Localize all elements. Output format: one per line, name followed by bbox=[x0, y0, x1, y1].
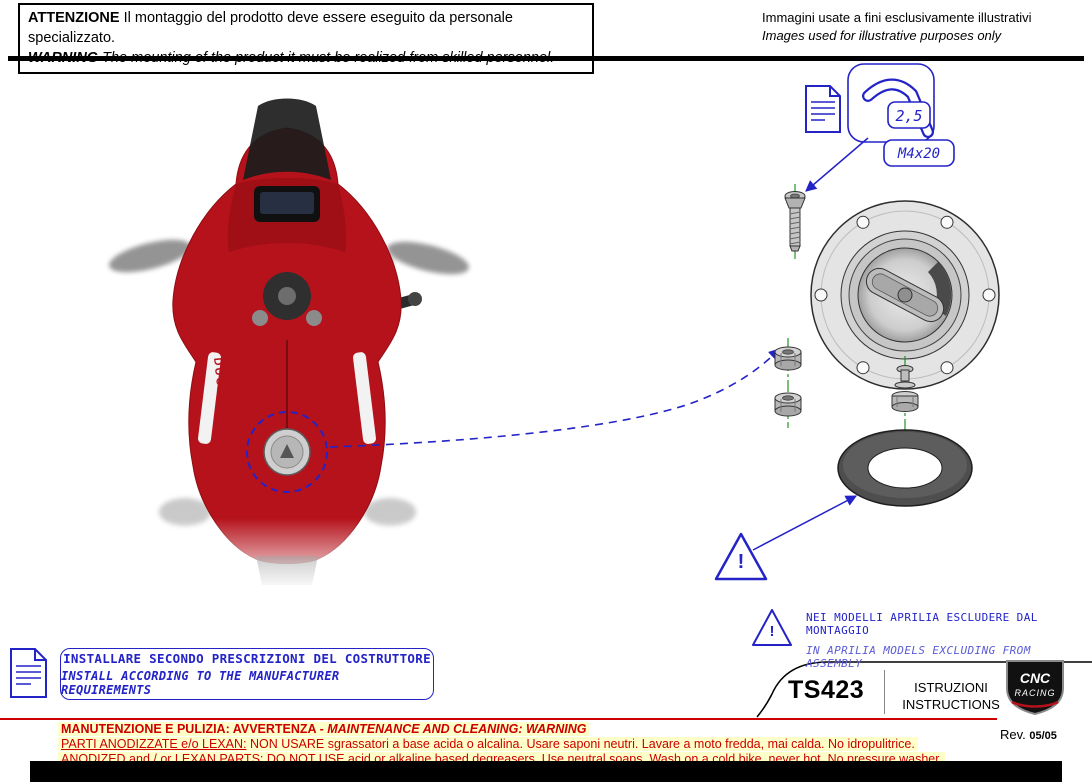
footer-swoosh bbox=[756, 661, 1092, 718]
mounting-warning-it: ATTENZIONE Il montaggio del prodotto dev… bbox=[28, 10, 513, 46]
aprilia-warning-triangle bbox=[752, 609, 792, 646]
install-note-it: INSTALLARE SECONDO PRESCRIZIONI DEL COST… bbox=[63, 651, 431, 666]
install-sheet-icon bbox=[10, 648, 47, 698]
gasket-warning-mark: ! bbox=[737, 551, 745, 573]
header-rule bbox=[8, 56, 1084, 61]
revision-label: Rev. bbox=[1000, 727, 1026, 742]
screw-m4x20 bbox=[784, 184, 806, 262]
mounting-warning-box: ATTENZIONE Il montaggio del prodotto dev… bbox=[18, 3, 594, 74]
bottom-bar bbox=[30, 761, 1062, 782]
brand-logo: CNC RACING bbox=[1006, 660, 1064, 716]
connection-dashed-curve bbox=[329, 348, 781, 448]
instructions-label-en: INSTRUCTIONS bbox=[902, 697, 1000, 712]
screw-spec-label: M4x20 bbox=[897, 146, 940, 162]
revision: Rev. 05/05 bbox=[1000, 727, 1057, 742]
gasket-ring bbox=[837, 429, 973, 507]
illustrative-purpose-note: Immagini usate a fini esclusivamente ill… bbox=[762, 9, 1032, 45]
screw-spec-label-box: M4x20 bbox=[883, 139, 955, 167]
gasket-warning-triangle bbox=[714, 532, 768, 581]
hex-nut-upper bbox=[774, 346, 802, 371]
triangle-to-gasket-arrow bbox=[752, 495, 857, 551]
brand-logo-line1: CNC bbox=[1020, 670, 1051, 686]
hex-nut-lower bbox=[774, 392, 802, 417]
illustrative-note-en: Images used for illustrative purposes on… bbox=[762, 28, 1002, 43]
aprilia-warning-mark: ! bbox=[769, 623, 775, 640]
instructions-label: ISTRUZIONI INSTRUCTIONS bbox=[892, 679, 1010, 713]
footer-divider bbox=[884, 670, 885, 714]
bike-brand-left: DUCATI bbox=[211, 357, 228, 411]
instructions-label-it: ISTRUZIONI bbox=[914, 680, 988, 695]
product-code: TS423 bbox=[788, 676, 865, 704]
cap-screw-and-nut bbox=[891, 356, 919, 434]
aprilia-note-en: IN APRILIA MODELS EXCLUDING FROM ASSEMBL… bbox=[806, 644, 1031, 670]
instruction-sheet-icon bbox=[805, 85, 841, 133]
hex-key-size-label: 2,5 bbox=[895, 107, 922, 125]
maintenance-title: MANUTENZIONE E PULIZIA: AVVERTENZA - MAI… bbox=[58, 722, 590, 736]
motorcycle-illustration: DUCATI DUCATI bbox=[109, 98, 469, 590]
maintenance-line-it: PARTI ANODIZZATE e/o LEXAN: NON USARE sg… bbox=[58, 737, 918, 751]
hex-nuts bbox=[774, 338, 802, 428]
fuel-cap-highlight-circle bbox=[246, 411, 328, 493]
aprilia-note: NEI MODELLI APRILIA ESCLUDERE DAL MONTAG… bbox=[806, 611, 1076, 670]
hex-key-size-box bbox=[887, 101, 931, 129]
maintenance-rule bbox=[0, 718, 997, 720]
brand-logo-line2: RACING bbox=[1014, 688, 1055, 698]
fuel-cap-part bbox=[810, 200, 1000, 390]
revision-value: 05/05 bbox=[1029, 730, 1057, 742]
tool-to-screw-arrow bbox=[805, 137, 869, 192]
aprilia-note-it: NEI MODELLI APRILIA ESCLUDERE DAL MONTAG… bbox=[806, 611, 1038, 637]
illustrative-note-it: Immagini usate a fini esclusivamente ill… bbox=[762, 10, 1032, 25]
bike-brand-right: DUCATI bbox=[347, 387, 364, 441]
hex-key-icon: 2,5 bbox=[847, 63, 935, 143]
install-requirements-box: INSTALLARE SECONDO PRESCRIZIONI DEL COST… bbox=[60, 648, 434, 700]
install-note-en: INSTALL ACCORDING TO THE MANUFACTURER RE… bbox=[61, 669, 340, 697]
windscreen bbox=[243, 98, 331, 180]
